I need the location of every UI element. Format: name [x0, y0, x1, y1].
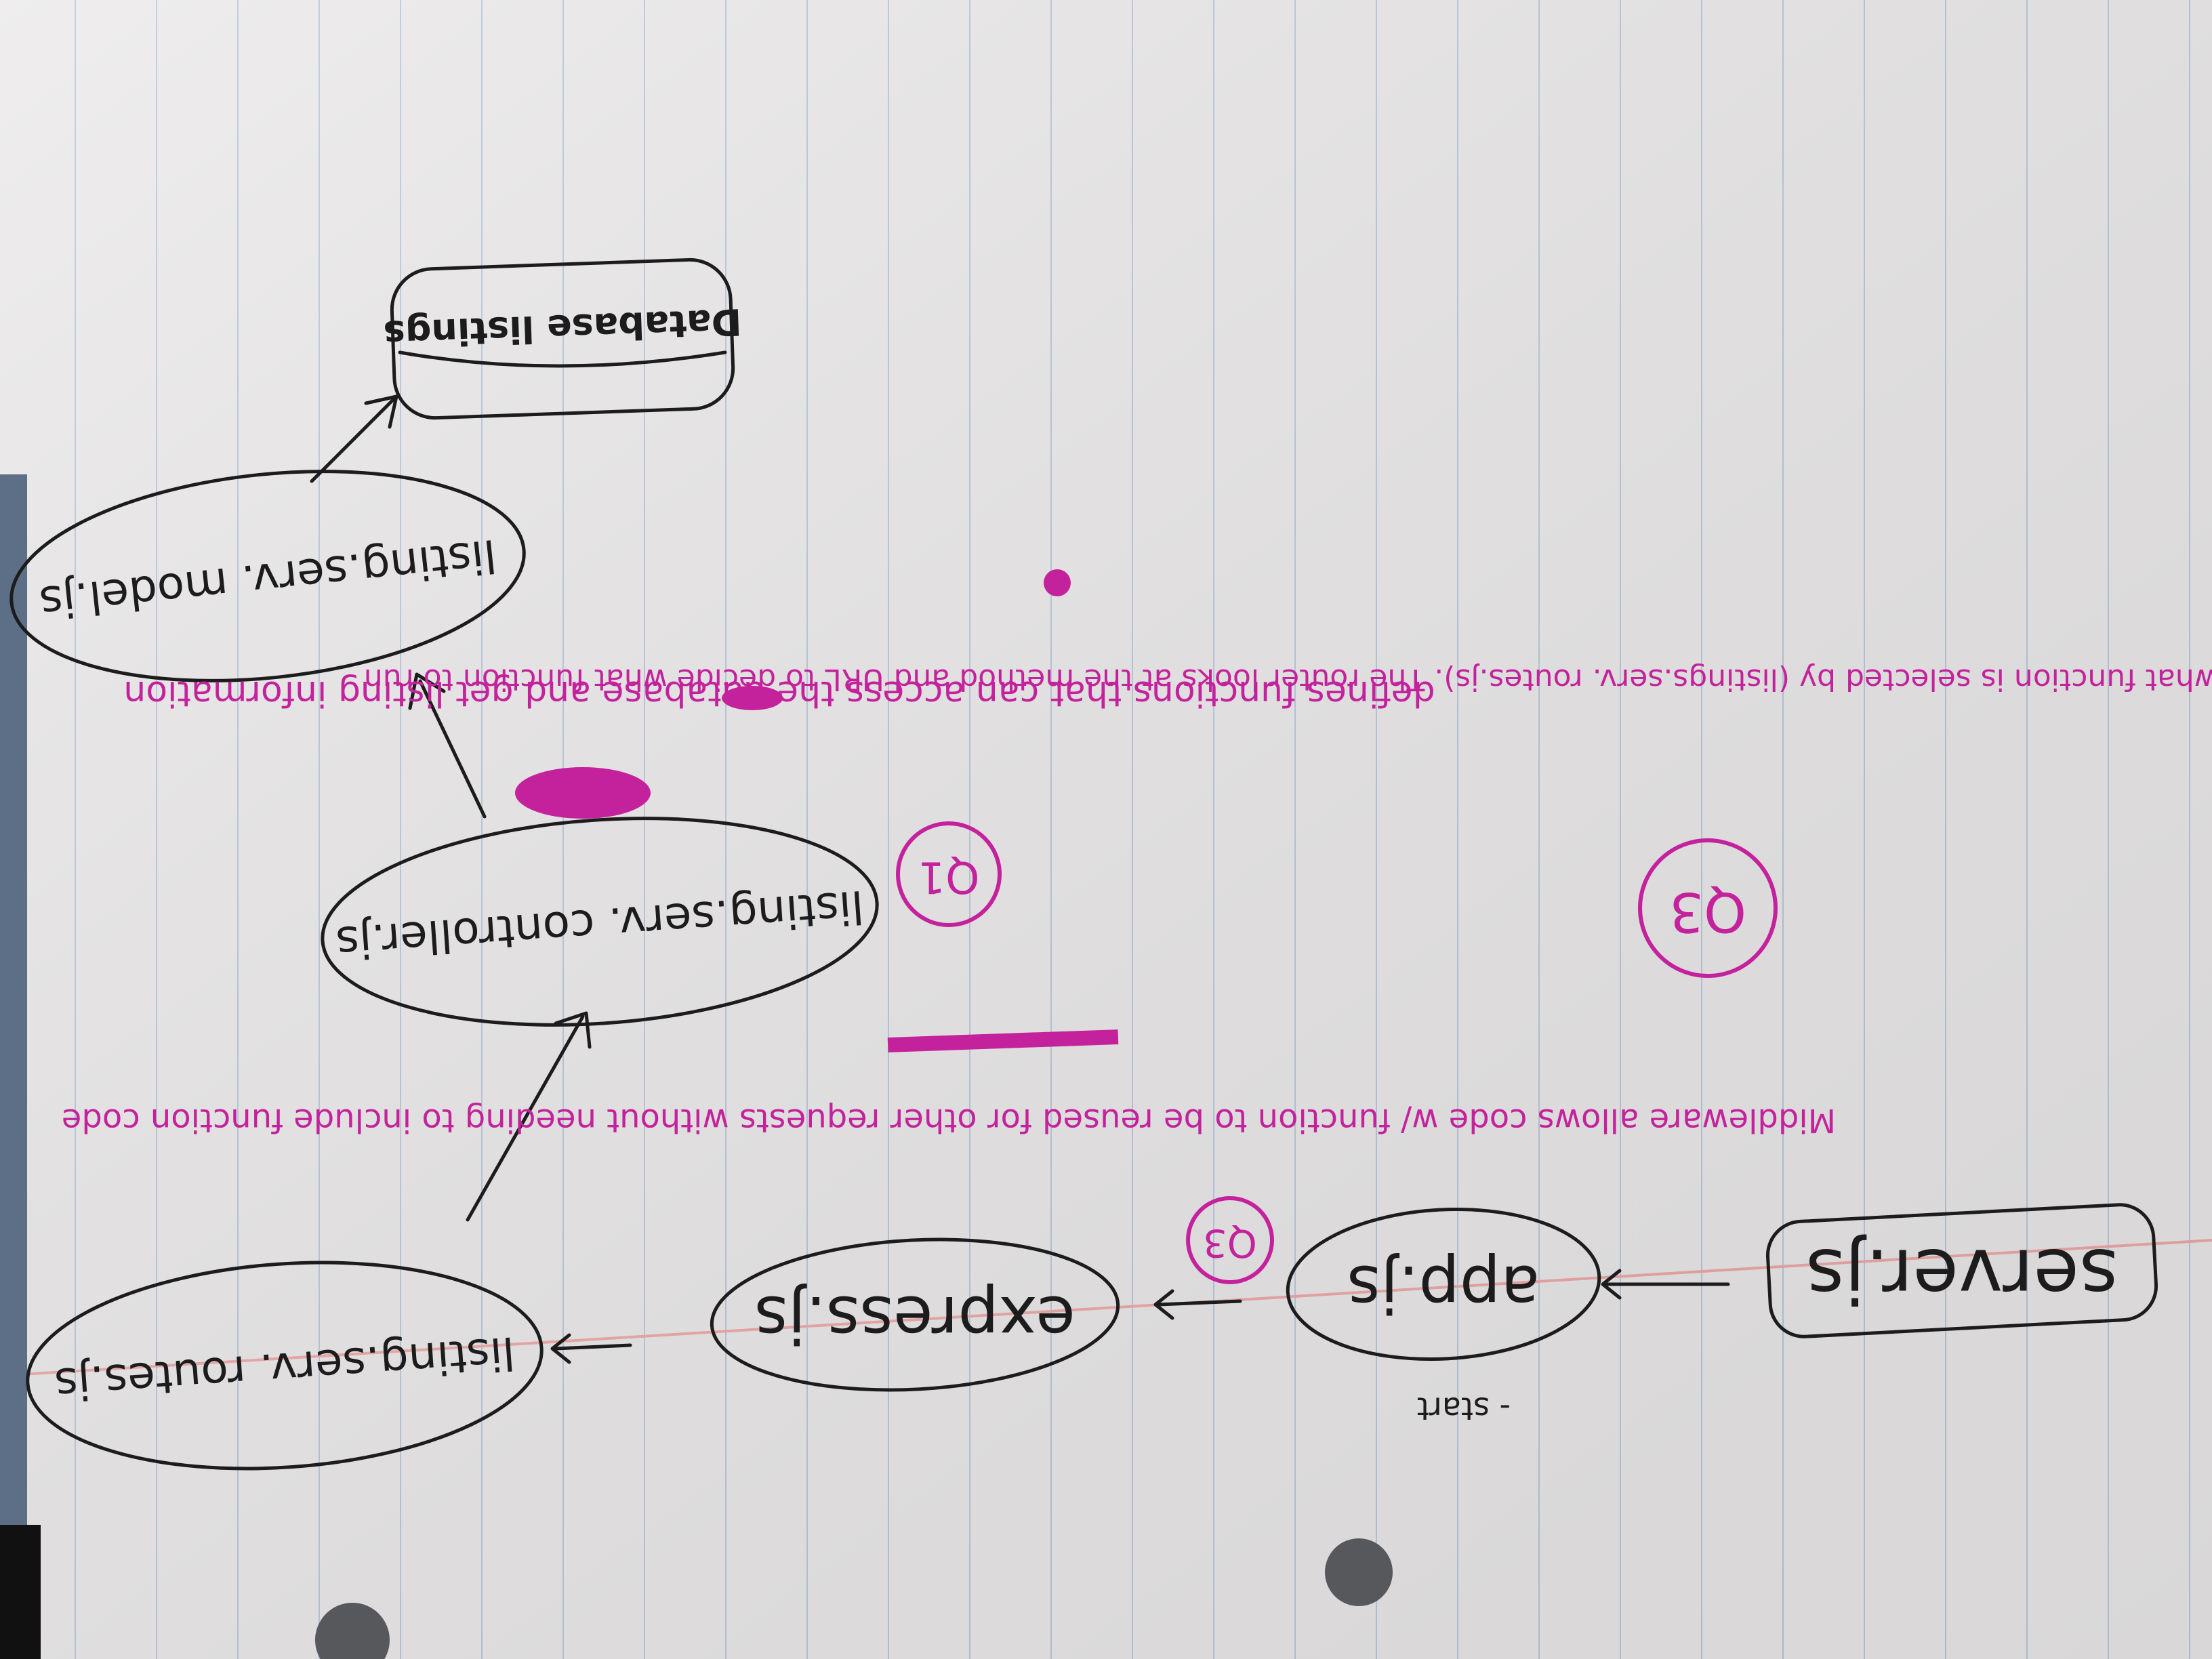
scribble-mark — [515, 767, 651, 819]
server-label: server.js — [1806, 1233, 2118, 1319]
q3-circle — [1638, 838, 1778, 978]
punch-hole — [1325, 1538, 1393, 1606]
start-label: - start — [1417, 1391, 1511, 1427]
q2-note: Middleware allows code w/ function to be… — [62, 1101, 1836, 1139]
q3-note: Controllers handle requests by what func… — [364, 662, 2212, 697]
database-rim — [398, 350, 727, 368]
magenta-notes: Q1 defines functions that can access the… — [62, 569, 2212, 1284]
scribble-mark — [1044, 569, 1071, 596]
server-box — [1765, 1203, 2158, 1338]
express-label: express.js — [754, 1282, 1076, 1356]
database-cylinder — [390, 258, 735, 420]
q3-marker: Q3 — [1669, 880, 1746, 943]
binder-edge — [0, 1525, 41, 1659]
arrow-model-database — [310, 394, 398, 483]
punch-hole — [315, 1603, 390, 1659]
controller-ellipse — [321, 817, 879, 1027]
express-ellipse — [710, 1237, 1120, 1392]
strikethrough-mark — [887, 1029, 1119, 1052]
arrow-app-express — [1153, 1289, 1242, 1320]
q2-circle — [1186, 1196, 1274, 1284]
model-ellipse — [9, 470, 526, 682]
arrow-express-routes — [550, 1333, 632, 1364]
binder-strip — [0, 474, 27, 1559]
q1-marker: Q1 — [918, 851, 979, 901]
arrow-routes-controller — [466, 1011, 592, 1222]
scribble-mark — [722, 686, 783, 710]
app-ellipse — [1286, 1207, 1601, 1361]
black-ink-diagram — [9, 258, 2158, 1471]
q1-circle — [896, 821, 1002, 927]
app-label: app.js — [1347, 1251, 1540, 1326]
q2-marker: Q3 — [1203, 1221, 1257, 1265]
routes-ellipse — [26, 1261, 544, 1471]
arrow-server-app — [1601, 1269, 1730, 1300]
arrow-controller-model — [408, 672, 487, 819]
